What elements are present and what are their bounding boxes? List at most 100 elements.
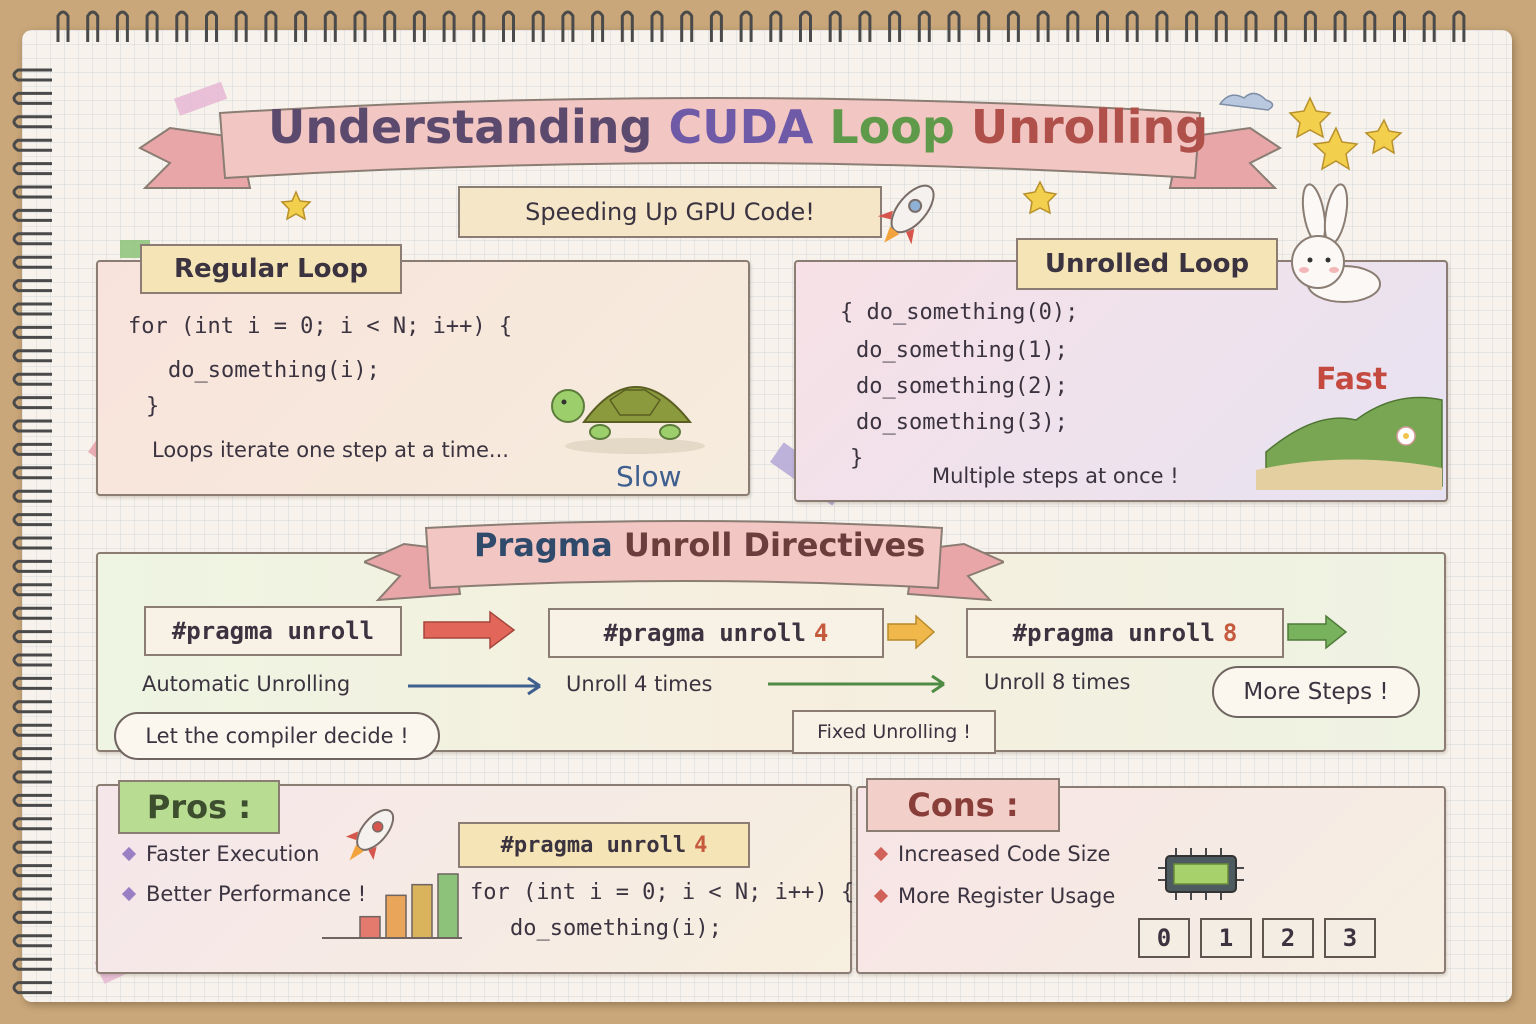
- pragma-heading: Pragma Unroll Directives: [474, 526, 925, 564]
- pragma-desc-2: Unroll 4 times: [566, 672, 713, 696]
- spiral-ring: [709, 10, 723, 42]
- spiral-ring: [1274, 10, 1288, 42]
- spiral-ring: [12, 513, 52, 527]
- spiral-ring: [561, 10, 575, 42]
- regular-loop-note: Loops iterate one step at a time...: [152, 438, 509, 462]
- spiral-ring: [12, 583, 52, 597]
- bullet-icon: [873, 888, 889, 904]
- regular-loop-code-line-2: do_something(i);: [168, 358, 380, 383]
- spiral-ring: [1066, 10, 1080, 42]
- spiral-ring: [12, 864, 52, 878]
- pros-item-2: Better Performance !: [121, 882, 366, 906]
- spiral-ring: [531, 10, 545, 42]
- unrolled-loop-heading-text: Unrolled Loop: [1044, 249, 1250, 279]
- spiral-ring: [12, 817, 52, 831]
- unrolled-loop-code-line-2: do_something(1);: [856, 338, 1068, 363]
- spiral-ring: [12, 700, 52, 714]
- spiral-ring: [264, 10, 278, 42]
- spiral-ring: [323, 10, 337, 42]
- spiral-ring: [12, 747, 52, 761]
- pragma-heading-word-1: Pragma: [474, 526, 613, 564]
- cons-heading-text: Cons :: [907, 786, 1019, 824]
- spiral-ring: [12, 442, 52, 456]
- pros-item-1-text: Faster Execution: [146, 842, 320, 866]
- spiral-ring: [12, 957, 52, 971]
- pragma-directive-3-num: 8: [1222, 619, 1238, 647]
- pragma-directive-3-text: #pragma unroll: [1012, 619, 1215, 647]
- spiral-ring: [12, 115, 52, 129]
- spiral-ring: [1185, 10, 1199, 42]
- spiral-ring: [12, 232, 52, 246]
- pragma-directive-2-num: 4: [813, 619, 829, 647]
- spiral-ring: [799, 10, 812, 42]
- spiral-ring: [947, 10, 961, 42]
- spiral-ring: [858, 10, 872, 42]
- bunny-icon: [1291, 183, 1381, 303]
- slow-label: Slow: [616, 460, 682, 493]
- pragma-heading-word-2: Unroll Directives: [623, 526, 926, 564]
- pragma-directive-1-text: #pragma unroll: [171, 617, 375, 645]
- spiral-ring: [56, 10, 70, 42]
- unrolled-loop-code-line-3: do_something(2);: [856, 374, 1068, 399]
- spiral-ring: [12, 934, 52, 948]
- spiral-ring: [680, 10, 694, 42]
- rocket-icon: [877, 184, 935, 245]
- spiral-ring: [12, 653, 52, 667]
- pros-heading-text: Pros :: [146, 788, 252, 826]
- spiral-ring: [769, 10, 783, 42]
- badge-fixed-unrolling: Fixed Unrolling !: [792, 710, 996, 754]
- spiral-ring: [175, 10, 189, 42]
- spiral-ring: [12, 630, 52, 644]
- pros-code-line-1: for (int i = 0; i < N; i++) {: [470, 880, 855, 905]
- bar-chart-bar: [411, 883, 433, 939]
- title-word-cuda: CUDA: [668, 100, 814, 154]
- spiral-ring: [888, 10, 902, 42]
- spiral-ring: [12, 793, 52, 807]
- spiral-ring: [12, 208, 52, 222]
- turtle-icon: [551, 386, 705, 454]
- cons-heading: Cons :: [866, 778, 1060, 832]
- bar-chart-bar: [385, 894, 407, 939]
- register-box-1: 1: [1200, 918, 1252, 958]
- unrolled-loop-code-line-4: do_something(3);: [856, 410, 1068, 435]
- register-box-2: 2: [1262, 918, 1314, 958]
- register-box-3: 3: [1324, 918, 1376, 958]
- spiral-ring: [977, 10, 991, 42]
- spiral-ring: [502, 10, 515, 42]
- bar-chart-bar: [359, 915, 381, 939]
- spiral-ring: [1422, 10, 1436, 42]
- page-title: Understanding CUDA Loop Unrolling: [268, 100, 1208, 154]
- spiral-ring: [12, 723, 52, 737]
- spiral-ring: [353, 10, 367, 42]
- bullet-icon: [873, 846, 889, 862]
- spiral-binding-top: [56, 10, 1466, 42]
- spiral-ring: [12, 349, 52, 363]
- spiral-ring: [12, 536, 52, 550]
- subtitle-banner: Speeding Up GPU Code!: [458, 186, 882, 238]
- spiral-ring: [145, 10, 159, 42]
- spiral-ring: [12, 302, 52, 316]
- cons-item-1: Increased Code Size: [873, 842, 1110, 866]
- spiral-ring: [1214, 10, 1228, 42]
- spiral-ring: [86, 10, 100, 42]
- unrolled-loop-code-line-5: }: [850, 446, 864, 471]
- spiral-ring: [115, 10, 129, 42]
- badge-fixed-unrolling-text: Fixed Unrolling !: [817, 721, 971, 743]
- rocket-icon: [345, 808, 395, 861]
- spiral-ring: [620, 10, 634, 42]
- cons-item-2: More Register Usage: [873, 884, 1115, 908]
- regular-loop-heading: Regular Loop: [140, 244, 402, 294]
- spiral-ring: [12, 325, 52, 339]
- badge-more-steps: More Steps !: [1212, 666, 1420, 718]
- spiral-ring: [1244, 10, 1258, 42]
- fast-label: Fast: [1316, 362, 1388, 397]
- title-ribbon: [138, 97, 1282, 189]
- spiral-ring: [1006, 10, 1020, 42]
- spiral-ring: [1096, 10, 1109, 42]
- spiral-ring: [234, 10, 248, 42]
- pragma-directive-1: #pragma unroll: [144, 606, 402, 656]
- spiral-ring: [412, 10, 426, 42]
- register-box-0: 0: [1138, 918, 1190, 958]
- spiral-ring: [294, 10, 308, 42]
- spiral-ring: [1393, 10, 1406, 42]
